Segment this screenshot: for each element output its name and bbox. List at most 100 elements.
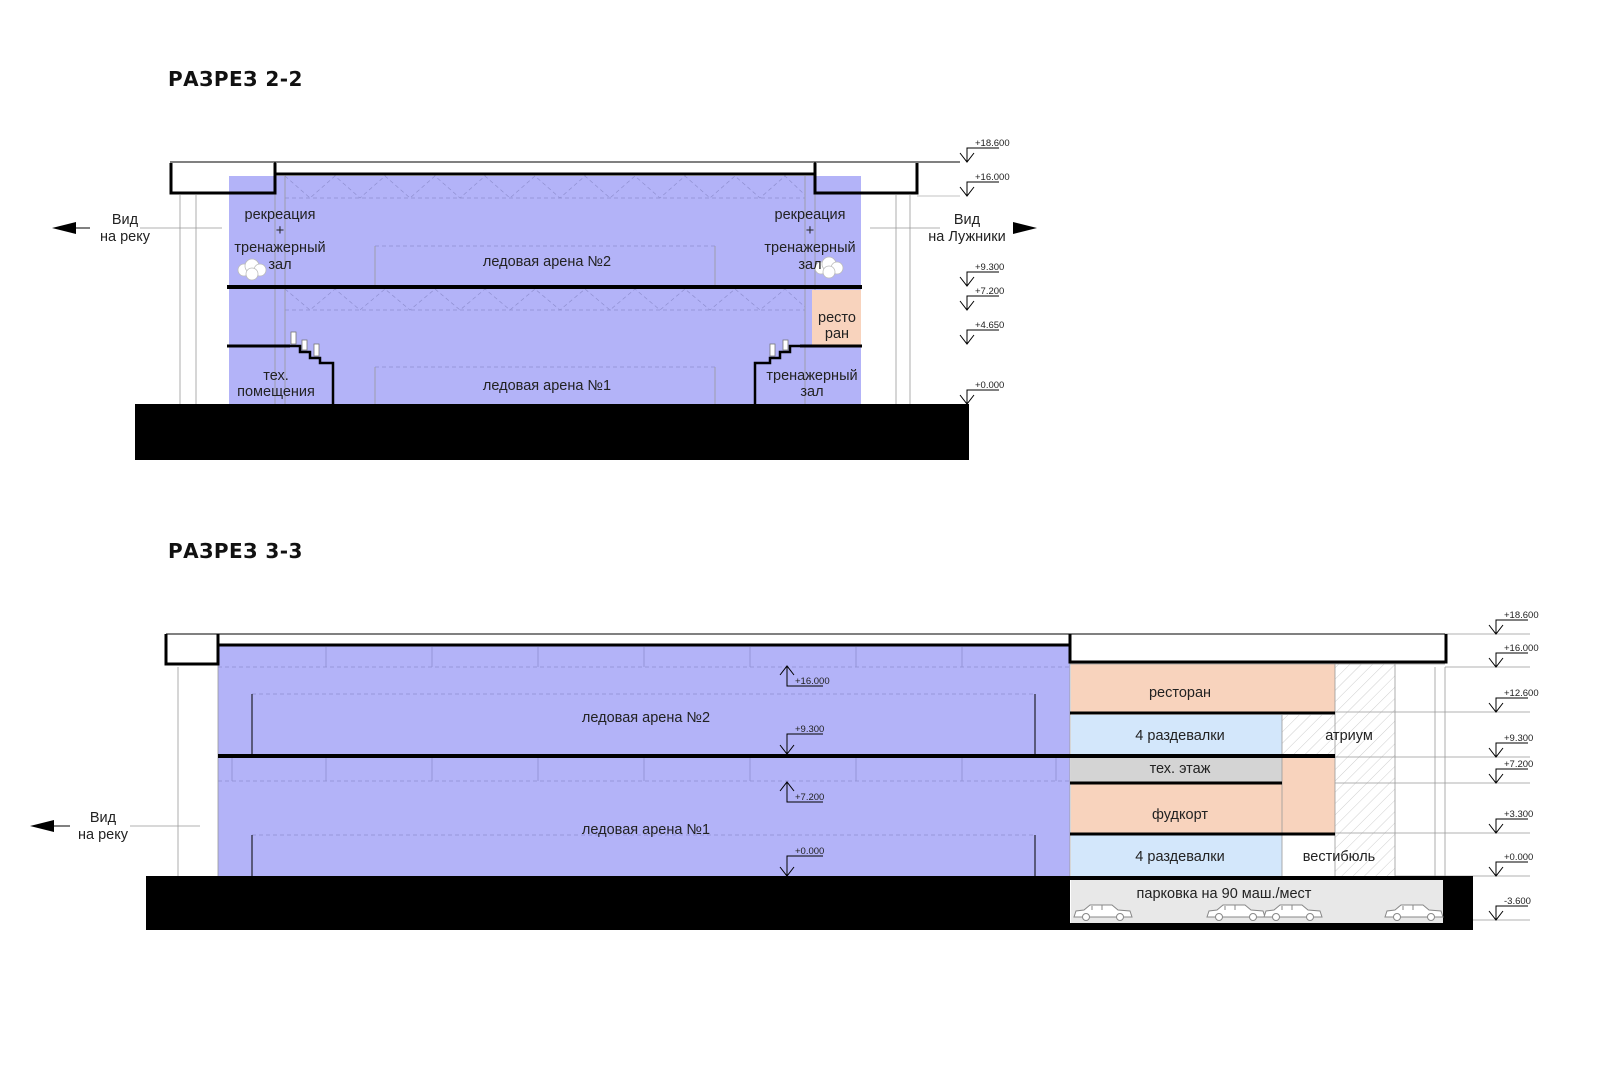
svg-text:+4.650: +4.650 [975,320,1004,331]
arena1-label: ледовая арена №1 [483,378,611,394]
level-mark: +3.300 [1488,809,1533,834]
svg-text:+0.000: +0.000 [975,380,1004,391]
svg-text:+16.000: +16.000 [795,676,830,687]
svg-text:ресто: ресто [818,310,856,326]
svg-text:зал: зал [268,257,291,273]
svg-text:+0.000: +0.000 [1504,852,1533,863]
grid-lines-2-2 [140,176,940,404]
level-mark: +16.000 [1488,643,1539,668]
svg-text:+3.300: +3.300 [1504,809,1533,820]
view-river-arrow: Вид на реку [52,212,151,245]
view-river-arrow-3-3: Вид на реку [30,810,129,843]
level-mark: +9.300 [1488,733,1533,758]
svg-text:рекреация: рекреация [775,207,846,223]
svg-text:-3.600: -3.600 [1504,896,1531,907]
section-3-3-title: РАЗРЕЗ 3-3 [168,539,303,563]
level-mark: +9.300 [779,724,824,755]
roof-3-3 [164,633,1448,666]
grid-lines-3-3 [130,633,1530,921]
restaurant-volume-2-2 [812,290,861,345]
atrium-shaft [1335,664,1395,876]
svg-text:+18.600: +18.600 [1504,610,1539,621]
svg-text:Вид: Вид [112,212,139,228]
level-marks-3-3: +18.600 +16.000 +12.600 +9.300+7.200 +3.300 +… [1488,610,1539,921]
left-recreation-label: рекреация + тренажерный зал [234,207,325,273]
level-mark: +9.300 [959,262,1004,287]
atrium-hatch [1282,715,1335,757]
svg-text:на реку: на реку [100,229,151,245]
view-luzhniki-arrow: Вид на Лужники [928,212,1037,245]
foodcourt-label: фудкорт [1152,807,1208,823]
section-2-2-title: РАЗРЕЗ 2-2 [168,67,303,91]
svg-text:+7.200: +7.200 [975,286,1004,297]
arena-trusses-3-3 [218,647,1070,836]
svg-text:+: + [276,223,284,239]
svg-text:на Лужники: на Лужники [928,229,1005,245]
gym-label: тренажерный зал [766,368,857,400]
vestibule-label: вестибюль [1303,849,1375,865]
ground-3-3 [146,876,1473,930]
svg-text:зал: зал [798,257,821,273]
level-mark: +16.000 [779,665,830,687]
right-recreation-label: рекреация + тренажерный зал [764,207,855,273]
section-2-2: РАЗРЕЗ 2-2 [52,67,1037,460]
svg-text:+18.600: +18.600 [975,138,1010,149]
svg-text:+0.000: +0.000 [795,846,824,857]
svg-text:помещения: помещения [237,384,315,400]
svg-text:тренажерный: тренажерный [766,368,857,384]
svg-text:Вид: Вид [954,212,981,228]
section-3-3: РАЗРЕЗ 3-3 [30,539,1539,930]
roof-truss-2-2 [284,175,806,368]
level-mark: +18.600 [959,138,1010,163]
svg-text:+9.300: +9.300 [975,262,1004,273]
tech-floor-room [1071,757,1282,783]
level-mark: +0.000 [1488,852,1533,877]
arena2-label-3-3: ледовая арена №2 [582,710,710,726]
tech-floor-label: тех. этаж [1150,761,1211,777]
atrium-label: атриум [1325,728,1373,744]
level-mark: +12.600 [1488,688,1539,713]
svg-text:тренажерный: тренажерный [764,240,855,256]
level-mark: +4.650 [959,320,1004,345]
level-mark: +18.600 [1488,610,1539,635]
level-mark: +7.200 [779,781,824,803]
spectators-2-2 [290,331,789,357]
tech-rooms-label: тех. помещения [237,368,315,400]
inner-level-marks-3-3: +16.000 +9.300 +7.200 +0.000 [779,665,830,877]
lockers-lower-label: 4 раздевалки [1135,849,1224,865]
level-mark: +0.000 [779,846,824,877]
lockers-lower-room [1071,835,1282,876]
restaurant-room [1071,664,1335,713]
level-marks-2-2: +18.600 +16.000 +9.300 +7.200 +4.650 +0.000 [959,138,1010,405]
slabs-2-2 [227,285,862,404]
restaurant-label: ресто ран [818,310,856,342]
level-mark: +7.200 [1488,759,1533,784]
svg-text:+7.200: +7.200 [1504,759,1533,770]
lockers-upper-label: 4 раздевалки [1135,728,1224,744]
arena1-label-3-3: ледовая арена №1 [582,822,710,838]
roof-2-2 [169,161,960,197]
svg-text:на реку: на реку [78,827,129,843]
svg-text:ран: ран [825,326,849,342]
lockers-upper-room [1071,715,1282,757]
svg-text:+12.600: +12.600 [1504,688,1539,699]
svg-text:+9.300: +9.300 [795,724,824,735]
restaurant-label-3-3: ресторан [1149,685,1211,701]
svg-text:зал: зал [800,384,823,400]
tech-floor-side [1282,757,1335,783]
foodcourt-room [1071,783,1335,833]
level-mark: +0.000 [959,380,1004,405]
slabs-3-3 [218,694,1335,876]
level-mark: -3.600 [1488,896,1531,921]
svg-text:тех.: тех. [263,368,289,384]
svg-text:Вид: Вид [90,810,117,826]
svg-text:+: + [806,223,814,239]
arena2-label: ледовая арена №2 [483,254,611,270]
svg-text:тренажерный: тренажерный [234,240,325,256]
level-mark: +7.200 [959,286,1004,311]
ground-2-2 [135,404,969,460]
svg-text:+16.000: +16.000 [975,172,1010,183]
svg-text:+16.000: +16.000 [1504,643,1539,654]
parking-label: парковка на 90 маш./мест [1137,886,1312,902]
